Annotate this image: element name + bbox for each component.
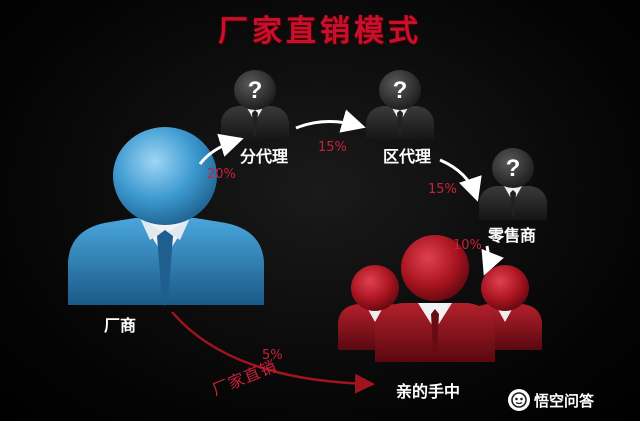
manufacturer-person-icon [68,127,264,306]
question-mark-icon: ? [393,77,408,104]
question-mark-icon: ? [506,155,521,182]
arrow-direct-to-consumer [171,311,375,394]
percent-regional-to-retailer: 15% [428,182,457,197]
regional-agent-person-icon [366,70,434,140]
retailer-person-icon [479,148,547,220]
percent-direct: 5% [262,348,283,363]
percent-sub-to-regional: 15% [318,140,347,155]
arrow-sub-to-regional [295,109,366,133]
arrow-regional-to-retailer [439,158,482,202]
watermark: 悟空问答 [508,388,594,412]
watermark-text: 悟空问答 [534,391,595,410]
sub-agent-person-icon [221,70,289,140]
manufacturer-label: 厂商 [104,316,137,335]
sub-agent-label: 分代理 [240,147,289,166]
consumer-label: 亲的手中 [396,382,461,401]
arrow-retailer-to-consumer [481,245,504,276]
wukong-logo-icon [508,389,530,411]
percent-retailer-to-consumer: 10% [453,238,482,253]
consumer-group-icon [338,235,542,362]
regional-agent-label: 区代理 [383,147,432,166]
percent-manufacturer-to-sub: 20% [207,167,236,182]
question-mark-icon: ? [248,77,263,104]
diagram-title: 厂家直销模式 [218,14,422,49]
retailer-label: 零售商 [488,226,537,245]
arrow-manufacturer-to-sub-agent [198,133,244,165]
